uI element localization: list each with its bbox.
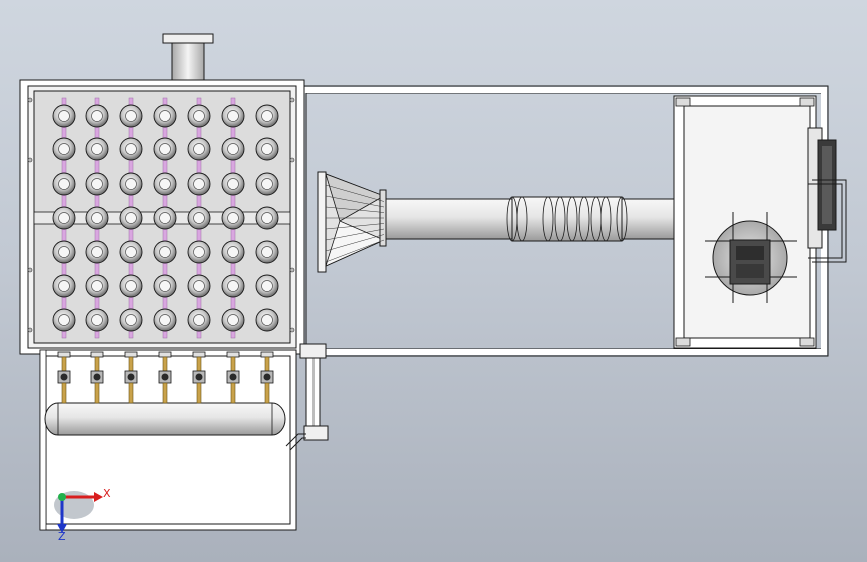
nozzle xyxy=(52,104,76,128)
hood-rib xyxy=(325,195,385,208)
nozzle xyxy=(85,240,109,264)
nozzle xyxy=(119,274,143,298)
hood-rib xyxy=(325,206,385,213)
nozzle xyxy=(85,274,109,298)
hood-ribs xyxy=(325,184,385,263)
duct-ring xyxy=(616,196,628,242)
nozzle xyxy=(52,274,76,298)
nozzle xyxy=(187,308,211,332)
nozzle xyxy=(221,104,245,128)
valve xyxy=(260,351,274,404)
nozzle xyxy=(85,104,109,128)
nozzle xyxy=(85,206,109,230)
valve xyxy=(226,351,240,404)
nozzle xyxy=(187,274,211,298)
z-axis-arrowhead xyxy=(57,524,67,533)
transition-hood xyxy=(317,171,387,273)
nozzle xyxy=(52,137,76,161)
drive-unit xyxy=(807,127,847,263)
nozzle xyxy=(255,137,279,161)
bolt xyxy=(27,157,33,163)
nozzle xyxy=(187,172,211,196)
valve xyxy=(124,351,138,404)
duct-ring xyxy=(578,196,590,242)
bolt xyxy=(289,157,295,163)
nozzle xyxy=(85,137,109,161)
bolt xyxy=(27,267,33,273)
nozzle xyxy=(52,240,76,264)
origin-marker xyxy=(58,493,66,501)
duct-ring xyxy=(554,196,566,242)
hood-rib xyxy=(325,239,385,263)
fan-housing xyxy=(673,95,817,349)
hood-rib xyxy=(325,223,385,230)
nozzle xyxy=(255,172,279,196)
nozzle xyxy=(153,104,177,128)
housing-bolts xyxy=(27,97,295,333)
nozzle xyxy=(85,172,109,196)
nozzle xyxy=(255,104,279,128)
duct-ring xyxy=(566,196,578,242)
bypass-pipe xyxy=(285,343,329,451)
valve xyxy=(158,351,172,404)
valve xyxy=(57,351,71,404)
valve xyxy=(192,351,206,404)
valve xyxy=(90,351,104,404)
valve-row xyxy=(57,351,274,404)
nozzle xyxy=(119,240,143,264)
z-axis-label: Z xyxy=(58,530,66,543)
hood-rib xyxy=(325,184,385,202)
nozzle xyxy=(153,274,177,298)
nozzle xyxy=(119,308,143,332)
exhaust-stack xyxy=(162,33,214,83)
nozzle xyxy=(255,240,279,264)
nozzle xyxy=(119,104,143,128)
nozzle xyxy=(153,240,177,264)
duct-ring xyxy=(600,196,612,242)
nozzle xyxy=(153,137,177,161)
nozzle xyxy=(221,308,245,332)
x-axis-arrowhead xyxy=(94,492,103,502)
nozzle xyxy=(153,172,177,196)
nozzle xyxy=(221,274,245,298)
nozzle xyxy=(119,172,143,196)
nozzle xyxy=(255,274,279,298)
nozzle xyxy=(187,240,211,264)
duct-ring xyxy=(516,196,528,242)
nozzle xyxy=(221,206,245,230)
nozzle xyxy=(221,137,245,161)
main-duct xyxy=(385,196,683,242)
nozzle xyxy=(52,172,76,196)
nozzle xyxy=(153,206,177,230)
x-axis-label: X xyxy=(103,487,111,500)
nozzle-grid xyxy=(52,104,279,332)
nozzle xyxy=(52,206,76,230)
nozzle xyxy=(255,206,279,230)
bolt xyxy=(27,327,33,333)
nozzle xyxy=(187,137,211,161)
bolt xyxy=(289,97,295,103)
nozzle xyxy=(119,137,143,161)
nozzle xyxy=(255,308,279,332)
duct-ring xyxy=(542,196,554,242)
nozzle xyxy=(221,172,245,196)
nozzle xyxy=(153,308,177,332)
axis-triad xyxy=(54,491,103,533)
bolt xyxy=(27,97,33,103)
hood-rib xyxy=(325,228,385,241)
nozzle xyxy=(187,206,211,230)
nozzle xyxy=(85,308,109,332)
nozzle xyxy=(187,104,211,128)
bolt xyxy=(289,327,295,333)
manifold-tank xyxy=(44,402,286,436)
duct-rings xyxy=(506,196,628,242)
bolt xyxy=(289,267,295,273)
nozzle xyxy=(52,308,76,332)
hood-rib xyxy=(325,234,385,252)
nozzle xyxy=(221,240,245,264)
nozzle xyxy=(119,206,143,230)
